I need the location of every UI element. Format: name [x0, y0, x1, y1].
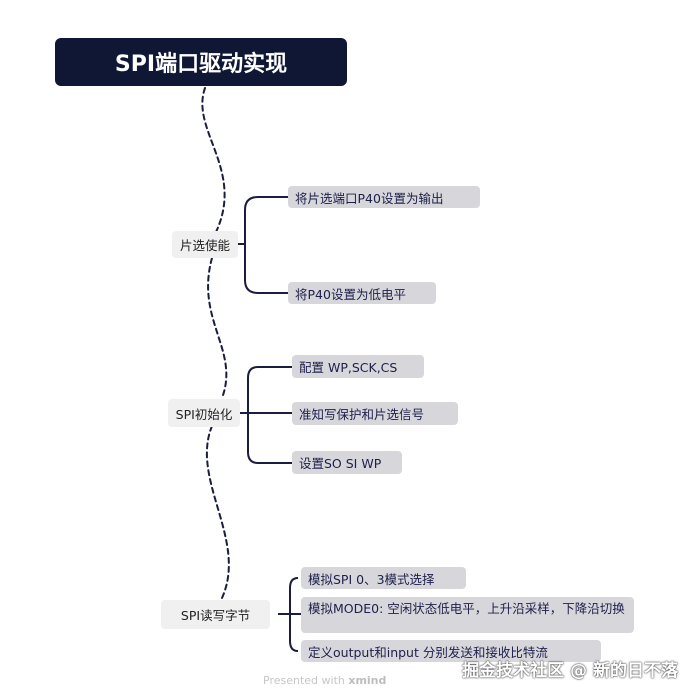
leaf-label: 定义output和input 分别发送和接收比特流 — [308, 644, 548, 660]
branch-spi-read-write-byte[interactable]: SPI读写字节 — [161, 600, 270, 629]
leaf-output-input-bitstream[interactable]: 定义output和input 分别发送和接收比特流 — [301, 640, 601, 662]
leaf-set-p40-low[interactable]: 将P40设置为低电平 — [288, 282, 436, 304]
leaf-mode0-description[interactable]: 模拟MODE0: 空闲状态低电平，上升沿采样，下降沿切换 — [301, 597, 634, 633]
leaf-write-protect-cs-signal[interactable]: 准知写保护和片选信号 — [292, 402, 458, 425]
leaf-label: 将P40设置为低电平 — [295, 286, 406, 302]
leaf-config-wp-sck-cs[interactable]: 配置 WP,SCK,CS — [292, 355, 424, 378]
root-title: SPI端口驱动实现 — [114, 52, 288, 77]
leaf-label: 将片选端口P40设置为输出 — [295, 190, 444, 206]
leaf-spi-mode-select[interactable]: 模拟SPI 0、3模式选择 — [301, 567, 466, 589]
bracket-branch-1 — [244, 196, 259, 294]
leaf-set-so-si-wp[interactable]: 设置SO SI WP — [292, 451, 402, 474]
bracket-branch-2 — [247, 366, 259, 464]
branch-label: SPI初始化 — [175, 406, 233, 422]
leaf-label: 模拟SPI 0、3模式选择 — [308, 571, 435, 587]
dashed-connector-branch-2-to-branch-3 — [206, 425, 230, 599]
xmind-logo-text: xmind — [348, 674, 387, 687]
leaf-label: 配置 WP,SCK,CS — [299, 360, 398, 375]
presented-with-footer: Presented with xmind — [263, 674, 386, 687]
watermark: 掘金技术社区 @ 新的日不落 — [462, 661, 678, 681]
branch-label: SPI读写字节 — [180, 608, 251, 623]
leaf-label: 模拟MODE0: 空闲状态低电平，上升沿采样，下降沿切换 — [308, 601, 625, 616]
branch-spi-init[interactable]: SPI初始化 — [168, 399, 240, 427]
dashed-connector-root-to-branch-1 — [201, 87, 226, 233]
leaf-label: 设置SO SI WP — [299, 456, 382, 471]
dashed-connector-branch-1-to-branch-2 — [207, 257, 228, 399]
branch-label: 片选使能 — [179, 238, 230, 253]
leaf-label: 准知写保护和片选信号 — [299, 407, 425, 422]
root-node[interactable]: SPI端口驱动实现 — [55, 38, 347, 86]
footer-prefix: Presented with — [263, 674, 345, 687]
branch-chip-select[interactable]: 片选使能 — [172, 231, 238, 258]
leaf-set-p40-output[interactable]: 将片选端口P40设置为输出 — [288, 186, 480, 208]
